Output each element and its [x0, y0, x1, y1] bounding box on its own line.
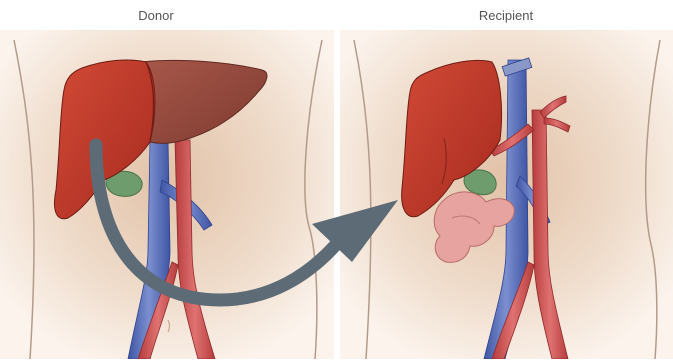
- donor-label: Donor: [96, 8, 216, 23]
- donor-panel: [0, 30, 335, 359]
- recipient-label: Recipient: [446, 8, 566, 23]
- recipient-panel: [334, 30, 673, 359]
- panel-divider: [334, 30, 340, 359]
